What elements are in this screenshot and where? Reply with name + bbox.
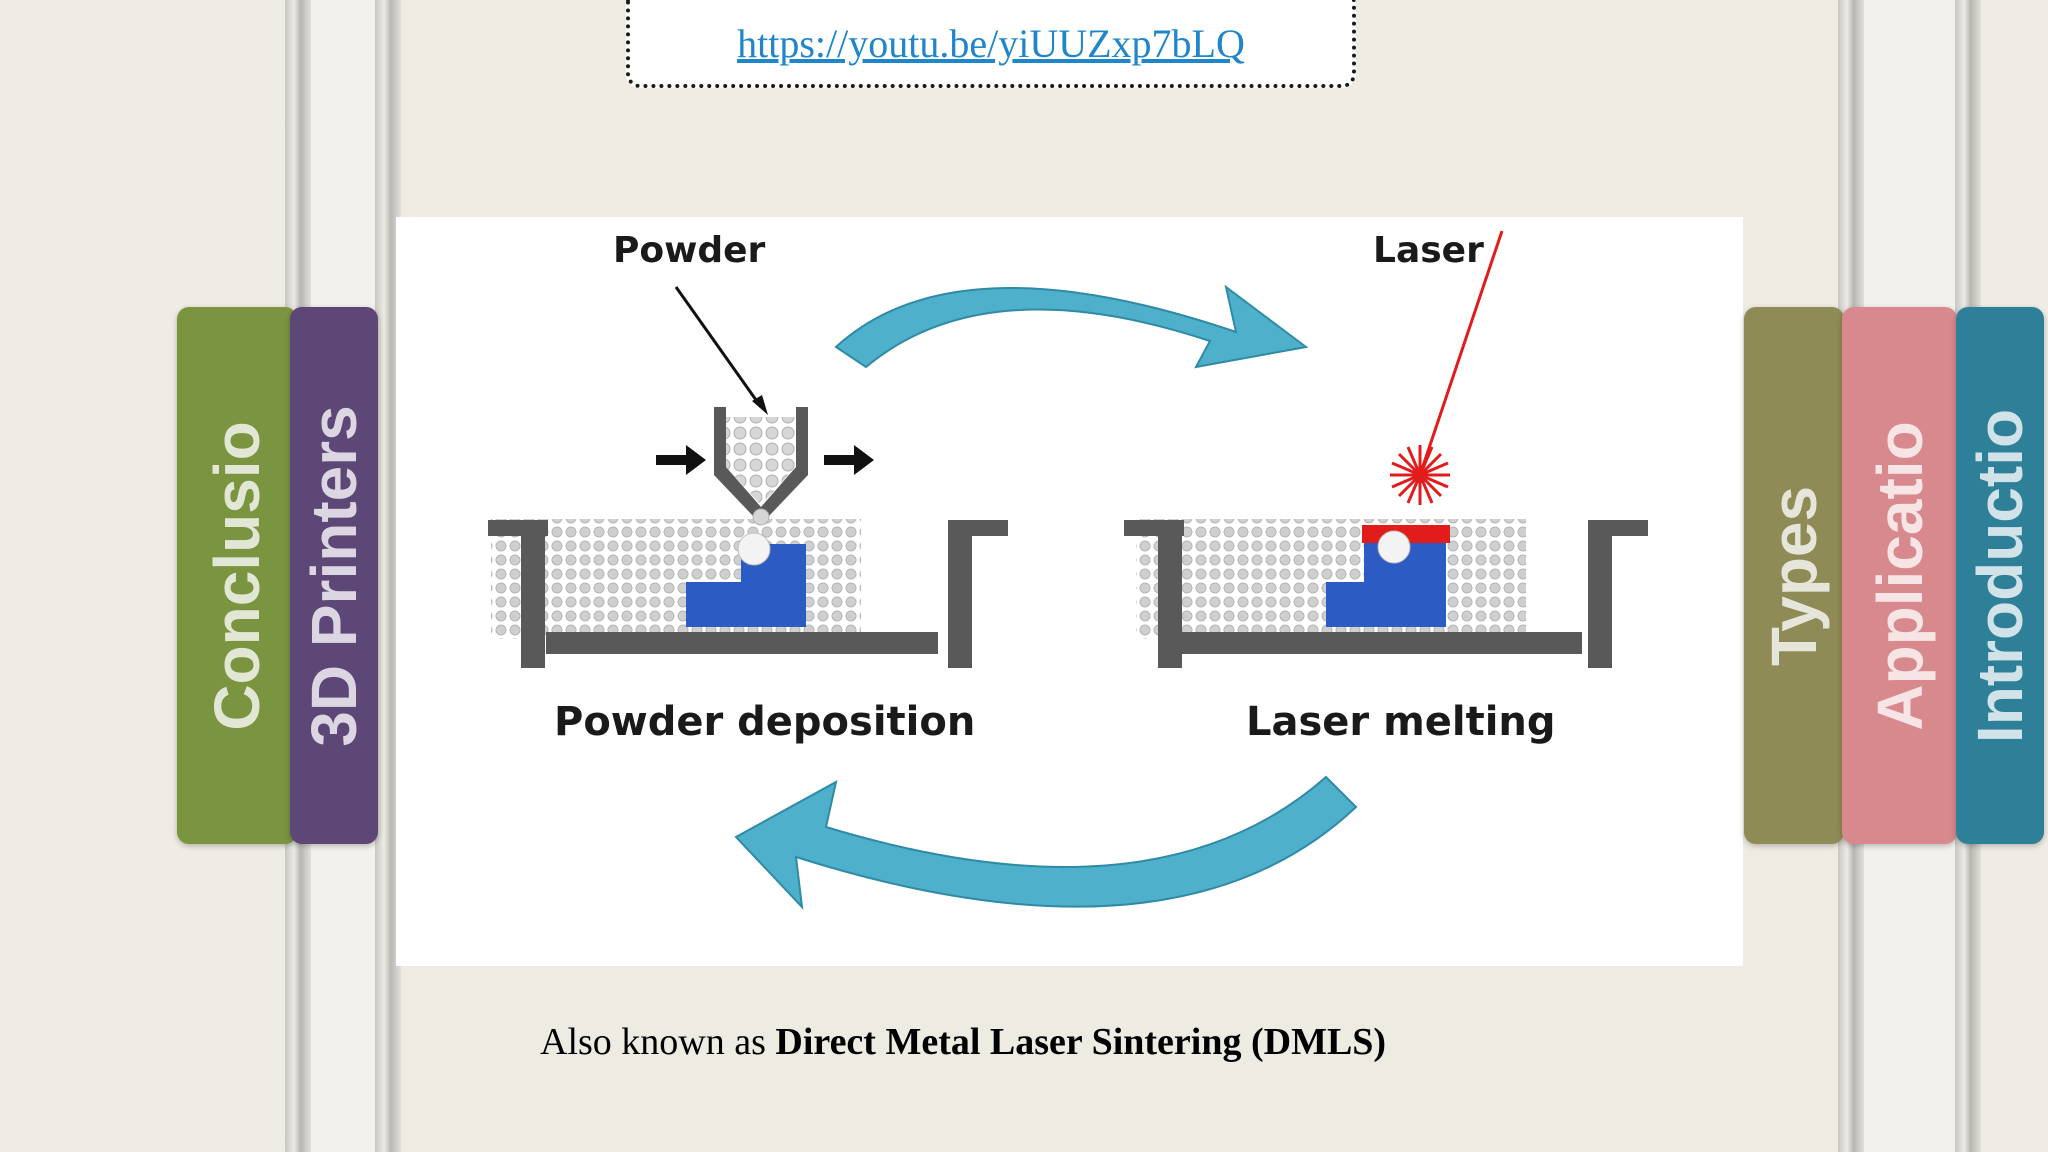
tab-conclusion[interactable]: Conclusio <box>177 307 297 844</box>
caption-emphasis: Direct Metal Laser Sintering (DMLS) <box>775 1021 1387 1063</box>
powder-hopper <box>714 407 808 517</box>
cycle-arrow-bottom <box>734 775 1358 910</box>
printed-part-left <box>686 544 806 627</box>
slm-process-diagram: Powder Laser Powder deposition Laser mel… <box>396 217 1743 966</box>
video-link[interactable]: https://youtu.be/yiUUZxp7bLQ <box>737 21 1245 66</box>
powder-deposition-label: Powder deposition <box>554 699 975 745</box>
tab-types[interactable]: Types <box>1744 307 1844 844</box>
slide-caption: Also known as Direct Metal Laser Sinteri… <box>540 1020 1740 1064</box>
laser-label: Laser <box>1373 230 1484 271</box>
video-link-box: https://youtu.be/yiUUZxp7bLQ <box>626 0 1356 88</box>
tab-applications-label: Applicatio <box>1863 420 1936 731</box>
tab-3d-printers[interactable]: 3D Printers <box>290 307 378 844</box>
cycle-arrow-top <box>834 284 1309 369</box>
tab-conclusion-label: Conclusio <box>201 420 273 731</box>
laser-melting-label: Laser melting <box>1246 699 1556 745</box>
tab-types-label: Types <box>1758 485 1830 666</box>
process-illustration: Powder Laser Powder deposition Laser mel… <box>488 230 1648 910</box>
powder-deposition-machine <box>488 286 1008 668</box>
powder-label: Powder <box>613 230 766 271</box>
tab-introduction[interactable]: Introductio <box>1956 307 2044 844</box>
caption-prefix: Also known as <box>540 1021 776 1063</box>
printed-part-right <box>1326 542 1446 627</box>
tab-applications[interactable]: Applicatio <box>1842 307 1957 844</box>
laser-beam <box>1418 230 1504 476</box>
tab-introduction-label: Introductio <box>1964 408 2036 743</box>
tab-3d-printers-label: 3D Printers <box>298 404 370 747</box>
right-push-arrow <box>824 445 874 475</box>
left-push-arrow <box>656 445 706 475</box>
laser-melting-machine <box>1124 230 1648 668</box>
